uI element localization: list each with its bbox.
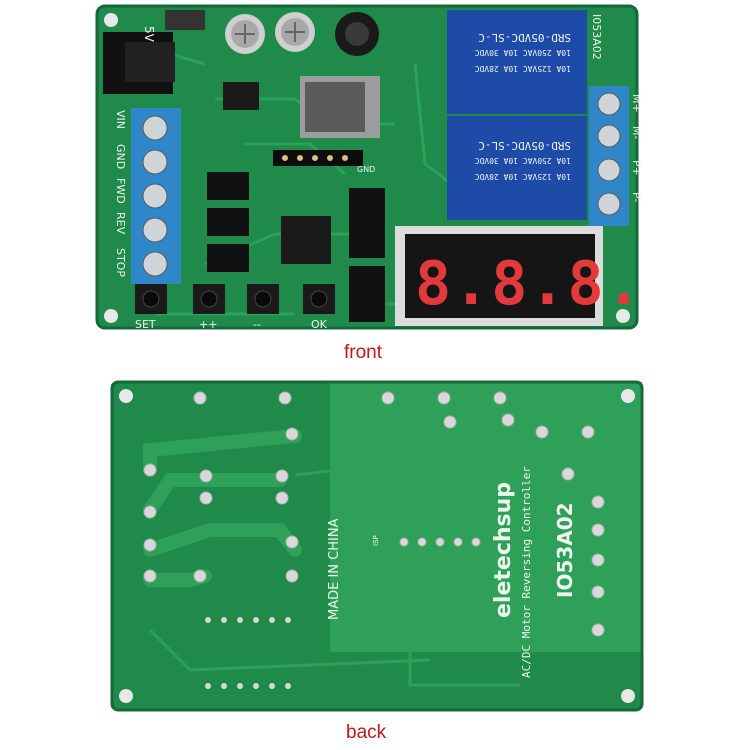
mount-hole [119, 389, 133, 403]
mount-hole [104, 309, 118, 323]
terminal-screw [142, 115, 168, 277]
voltage-mark: 5V [142, 26, 156, 43]
mount-hole [621, 689, 635, 703]
terminal-label-stop: STOP [114, 248, 127, 277]
brand-text: eletechsup [491, 482, 516, 618]
product-text: AC/DC Motor Reversing Controller [520, 466, 533, 678]
back-board-photo: MADE IN CHINA eletechsup AC/DC Motor Rev… [110, 380, 644, 712]
mount-hole [616, 309, 630, 323]
capacitor [225, 14, 265, 54]
terminal-screw [597, 92, 621, 216]
front-board-photo: 5V SRD-05VDC-SL-C 10A 250VAC 10A 30VDC 1… [95, 4, 645, 331]
solder-pads [143, 391, 605, 637]
terminal-label-m-plus: M+ [630, 94, 643, 113]
ic-pad-rows [205, 617, 291, 689]
button-label-minus: -- [253, 318, 261, 331]
front-caption: front [344, 342, 383, 363]
jumper-switch [165, 10, 205, 30]
button-label-ok: OK [311, 318, 328, 331]
model-mark: I053A02 [590, 14, 603, 60]
relay-bottom: SRD-05VDC-SL-C 10A 250VAC 10A 30VDC 10A … [447, 116, 587, 220]
terminal-label-p-minus: P- [630, 192, 643, 202]
terminal-label-rev: REV [114, 212, 127, 235]
svg-text:10A 125VAC 10A 28VDC: 10A 125VAC 10A 28VDC [474, 64, 571, 73]
model-text: IO53A02 [553, 502, 577, 598]
capacitor [275, 12, 315, 52]
pin-header [273, 150, 363, 166]
terminal-label-p-plus: P+ [630, 160, 643, 176]
display-digits: 8.8.8.8. [415, 249, 645, 319]
mount-hole [621, 389, 635, 403]
isp-label: ISP [372, 535, 380, 546]
button-minus[interactable] [247, 284, 279, 314]
seven-segment-display: 8.8.8.8. [395, 226, 645, 326]
svg-text:SRD-05VDC-SL-C: SRD-05VDC-SL-C [478, 31, 571, 44]
header-label: GND [357, 165, 375, 174]
button-set[interactable] [135, 284, 167, 314]
terminal-label-gnd: GND [114, 144, 127, 169]
back-caption: back [346, 722, 387, 743]
terminal-label-vin: VIN [114, 110, 127, 129]
signal-traces [148, 399, 520, 687]
microcontroller [281, 216, 331, 264]
optocoupler [207, 172, 249, 272]
ground-plane [330, 382, 642, 652]
made-in-china-text: MADE IN CHINA [327, 518, 342, 620]
button-plus[interactable] [193, 284, 225, 314]
svg-text:10A 250VAC 10A 30VDC: 10A 250VAC 10A 30VDC [474, 156, 571, 165]
button-label-plus: ++ [199, 318, 217, 331]
svg-text:10A 125VAC 10A 28VDC: 10A 125VAC 10A 28VDC [474, 172, 571, 181]
relay-top: SRD-05VDC-SL-C 10A 250VAC 10A 30VDC 10A … [447, 10, 587, 114]
terminal-label-m-minus: M- [630, 126, 643, 139]
svg-text:SRD-05VDC-SL-C: SRD-05VDC-SL-C [478, 139, 571, 152]
svg-text:10A 250VAC 10A 30VDC: 10A 250VAC 10A 30VDC [474, 48, 571, 57]
mount-hole [119, 689, 133, 703]
ic-chip [349, 266, 385, 322]
terminal-label-fwd: FWD [114, 178, 127, 204]
ic-chip [349, 188, 385, 258]
button-label-set: SET [135, 318, 156, 331]
button-ok[interactable] [303, 284, 335, 314]
mount-hole [104, 13, 118, 27]
